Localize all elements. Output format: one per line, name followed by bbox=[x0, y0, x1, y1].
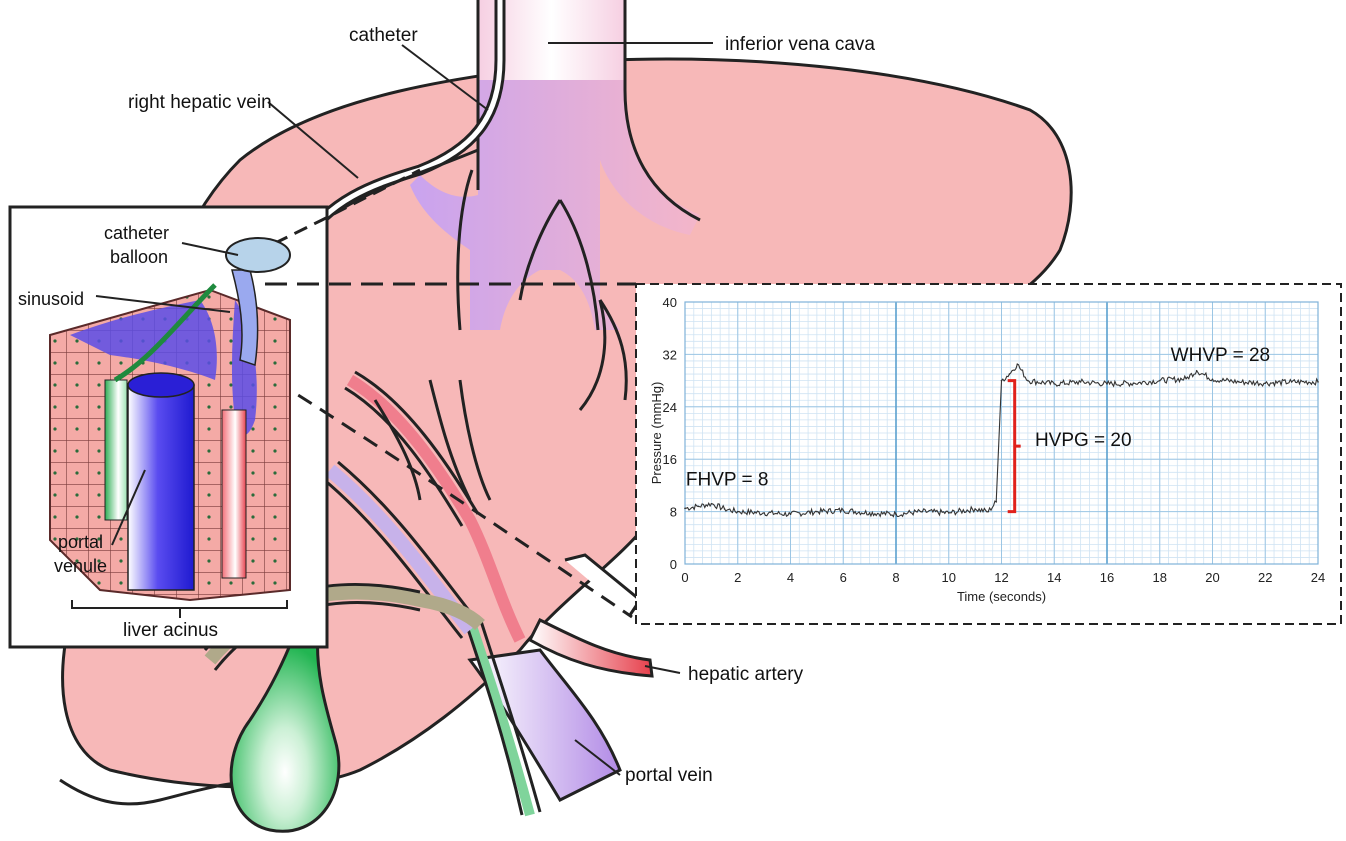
chart-data-point bbox=[684, 508, 686, 510]
label-portal-venule-line1: portal bbox=[58, 532, 103, 552]
chart-x-axis-title: Time (seconds) bbox=[957, 589, 1046, 604]
chart-data-point bbox=[1212, 378, 1214, 380]
chart-data-point bbox=[724, 508, 726, 510]
chart-data-point bbox=[1080, 381, 1082, 383]
chart-x-tick-label: 16 bbox=[1100, 570, 1114, 585]
chart-data-point bbox=[1027, 380, 1029, 382]
chart-y-tick-label: 8 bbox=[670, 505, 677, 520]
chart-data-point bbox=[974, 508, 976, 510]
chart-data-point bbox=[948, 512, 950, 514]
chart-data-point bbox=[1001, 380, 1003, 382]
chart-data-point bbox=[711, 503, 713, 505]
chart-data-point bbox=[1196, 370, 1198, 372]
chart-data-point bbox=[842, 509, 844, 511]
chart-y-axis-title: Pressure (mmHg) bbox=[649, 382, 664, 485]
chart-y-tick-label: 40 bbox=[663, 295, 677, 310]
chart-data-point bbox=[869, 512, 871, 514]
chart-y-tick-label: 24 bbox=[663, 400, 677, 415]
annotation-fhvp: FHVP = 8 bbox=[686, 469, 769, 490]
chart-x-tick-label: 18 bbox=[1153, 570, 1167, 585]
chart-data-point bbox=[1264, 382, 1266, 384]
chart-x-tick-label: 4 bbox=[787, 570, 794, 585]
chart-data-point bbox=[697, 506, 699, 508]
chart-data-point bbox=[1317, 381, 1319, 383]
chart-data-point bbox=[1053, 383, 1055, 385]
chart-data-point bbox=[737, 511, 739, 513]
chart-x-tick-label: 14 bbox=[1047, 570, 1061, 585]
chart-x-tick-label: 0 bbox=[681, 570, 688, 585]
chart-x-tick-label: 24 bbox=[1311, 570, 1325, 585]
chart-x-tick-label: 12 bbox=[994, 570, 1008, 585]
chart-x-tick-label: 6 bbox=[840, 570, 847, 585]
label-catheter: catheter bbox=[349, 25, 418, 46]
chart-data-point bbox=[922, 511, 924, 513]
label-right-hepatic-vein: right hepatic vein bbox=[128, 92, 272, 113]
label-portal-vein: portal vein bbox=[625, 765, 713, 786]
chart-data-point bbox=[1238, 381, 1240, 383]
chart-y-tick-label: 16 bbox=[663, 452, 677, 467]
chart-data-point bbox=[1133, 382, 1135, 384]
chart-x-tick-label: 10 bbox=[942, 570, 956, 585]
chart-y-tick-label: 32 bbox=[663, 347, 677, 362]
chart-data-point bbox=[790, 513, 792, 515]
chart-data-point bbox=[1009, 373, 1011, 375]
chart-data-point bbox=[1185, 378, 1187, 380]
label-sinusoid: sinusoid bbox=[18, 289, 84, 309]
label-hepatic-artery: hepatic artery bbox=[688, 664, 804, 685]
chart-data-point bbox=[1106, 383, 1108, 385]
label-portal-venule-line2: venule bbox=[54, 556, 107, 576]
annotation-whvp: WHVP = 28 bbox=[1171, 345, 1270, 366]
chart-y-tick-label: 0 bbox=[670, 557, 677, 572]
chart-data-point bbox=[1159, 380, 1161, 382]
chart-data-point bbox=[763, 512, 765, 514]
label-catheter-balloon-line2: balloon bbox=[110, 247, 168, 267]
chart-data-point bbox=[995, 501, 997, 503]
chart-data-point bbox=[1017, 363, 1019, 365]
chart-x-tick-label: 8 bbox=[892, 570, 899, 585]
chart-data-point bbox=[895, 513, 897, 515]
label-liver-acinus: liver acinus bbox=[123, 620, 218, 641]
chart-data-point bbox=[988, 511, 990, 513]
chart-x-tick-label: 2 bbox=[734, 570, 741, 585]
chart-data-point bbox=[1291, 381, 1293, 383]
chart-data-point bbox=[816, 511, 818, 513]
chart-x-tick-label: 20 bbox=[1205, 570, 1219, 585]
label-catheter-balloon-line1: catheter bbox=[104, 223, 169, 243]
chart-x-tick-label: 22 bbox=[1258, 570, 1272, 585]
label-inferior-vena-cava: inferior vena cava bbox=[725, 34, 875, 55]
annotation-hvpg: HVPG = 20 bbox=[1035, 430, 1132, 451]
